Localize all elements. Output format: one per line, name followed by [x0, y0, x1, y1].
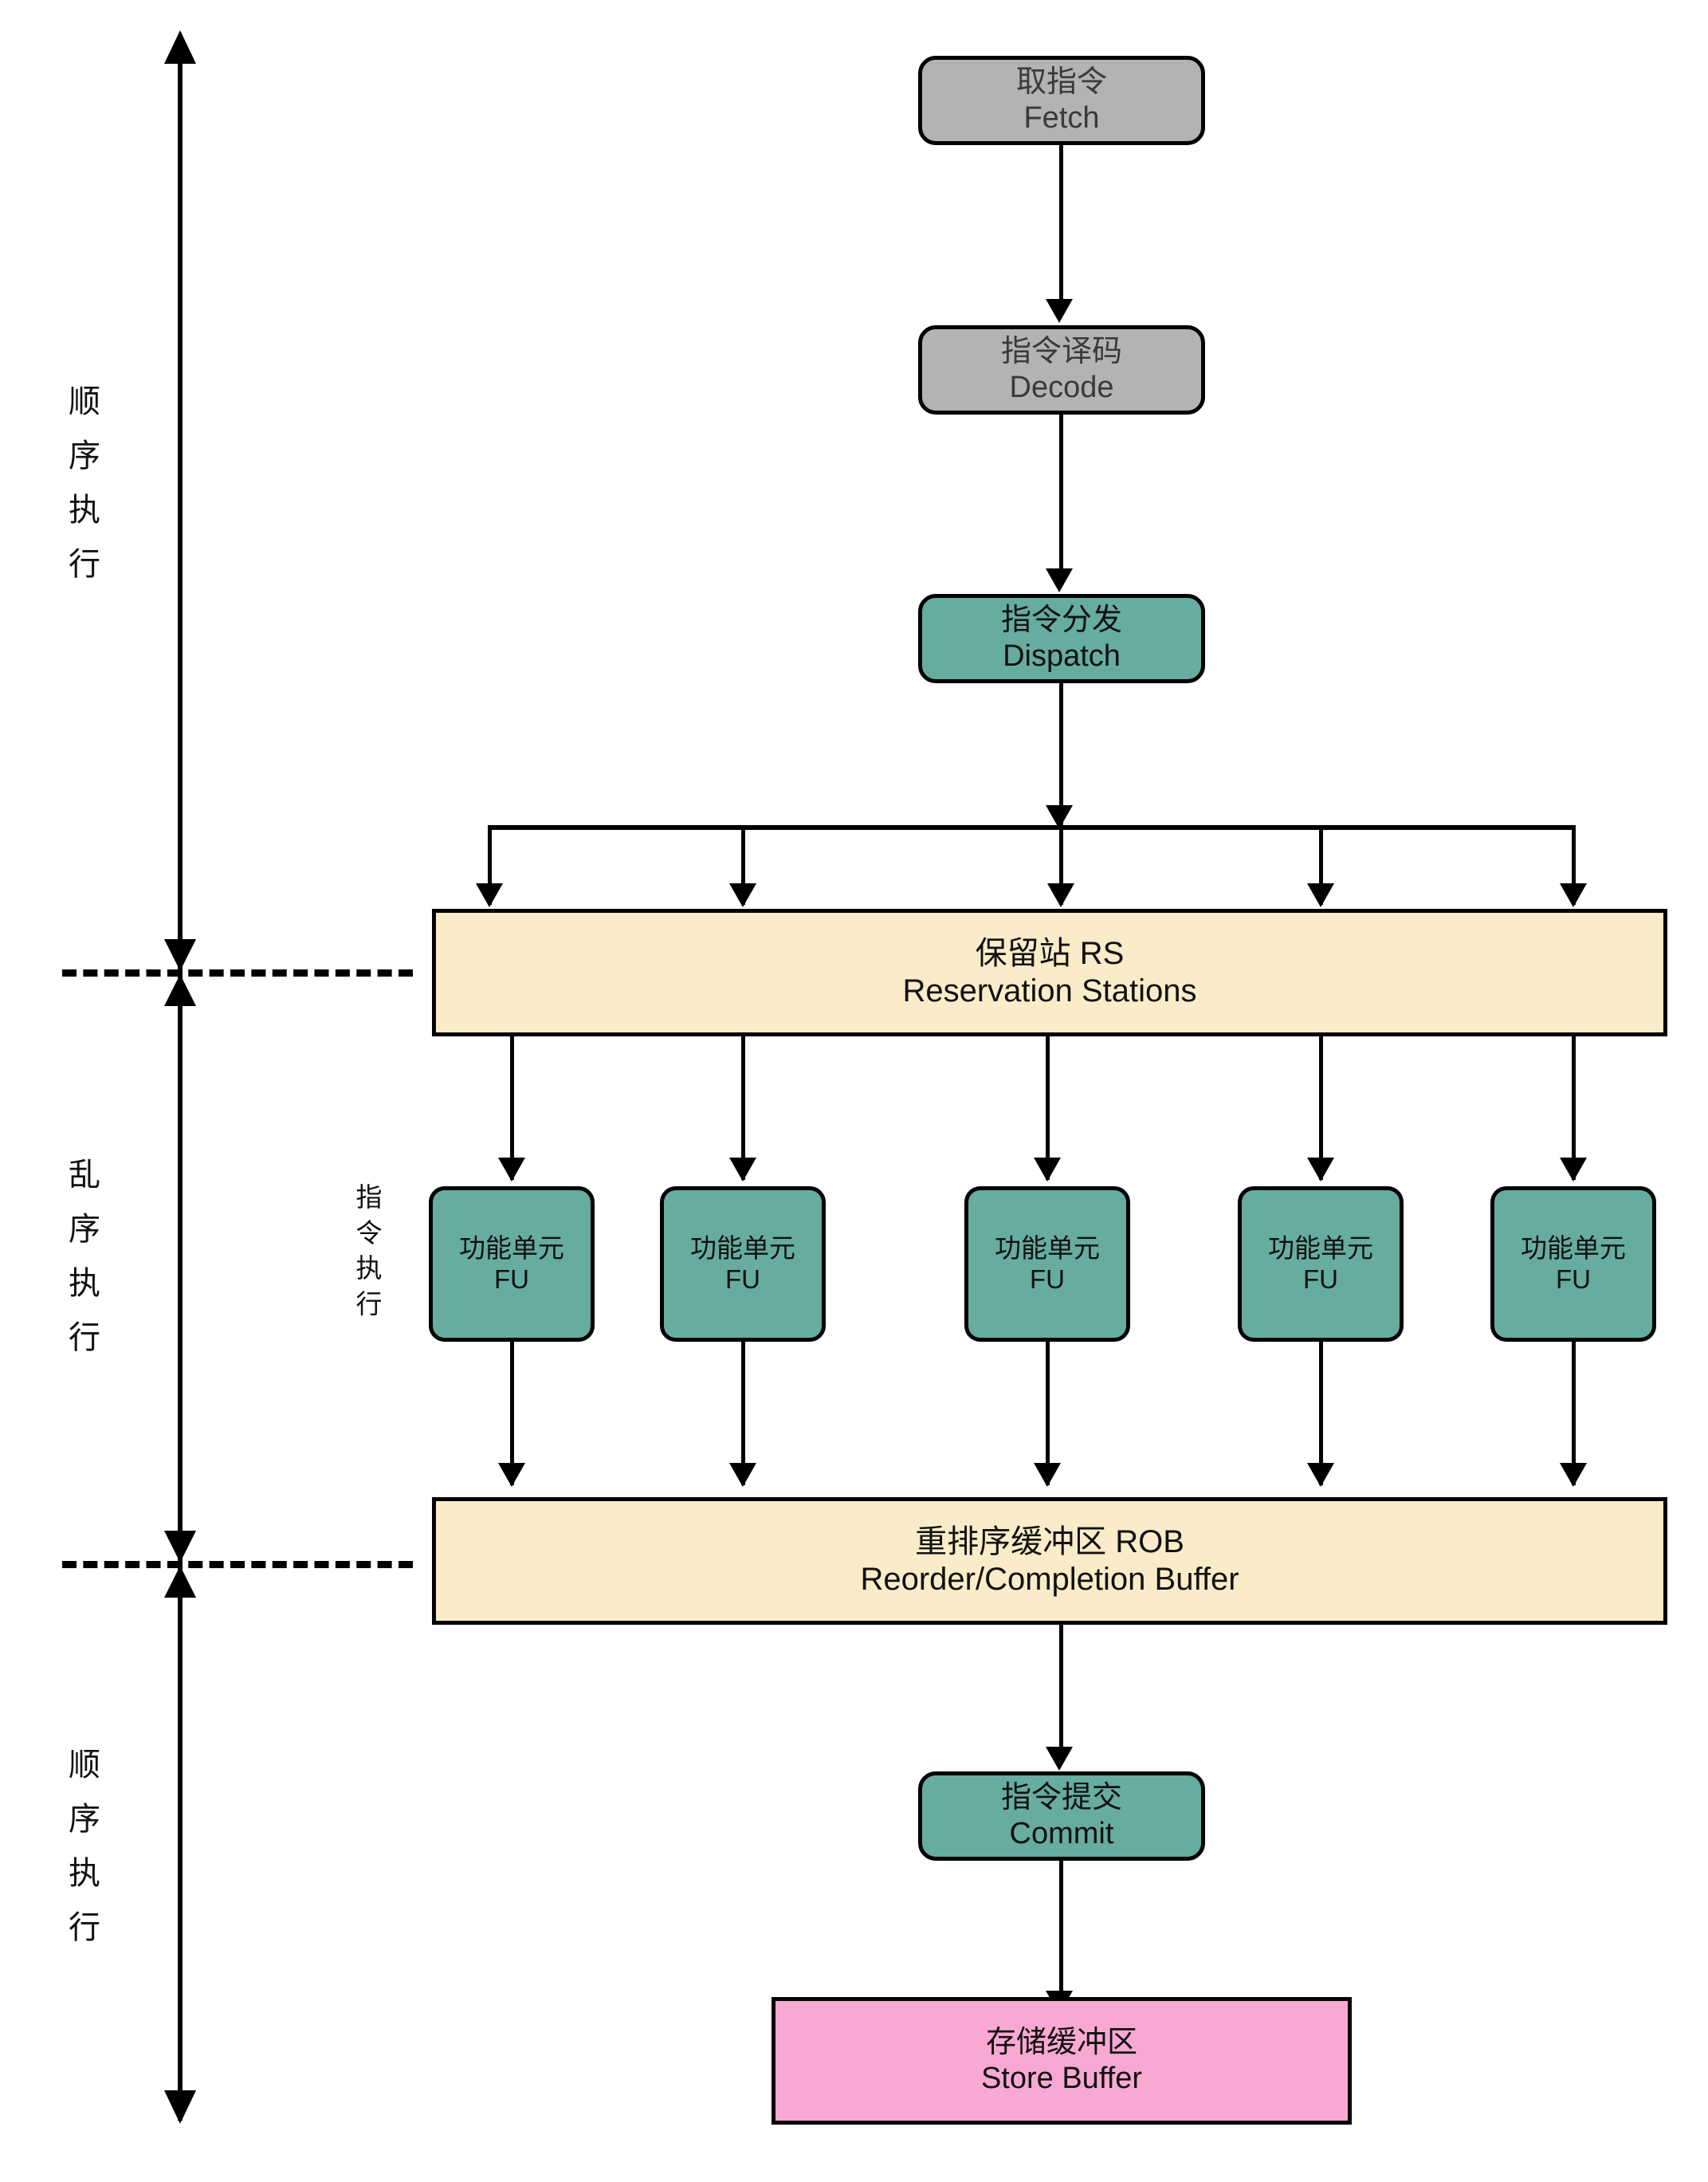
stage-commit-en: Commit: [1009, 1817, 1114, 1850]
stage-dispatch-en: Dispatch: [1003, 639, 1121, 673]
stage-dispatch[interactable]: 指令分发 Dispatch: [918, 594, 1205, 683]
edge-rs-fu-3: [1046, 1036, 1050, 1180]
functional-unit-1-cn: 功能单元: [459, 1233, 564, 1263]
edge-fu-3-rob-arrow-icon: [1034, 1463, 1061, 1487]
timeline-mark-up-2: [164, 1566, 196, 1598]
stage-reorder-buffer[interactable]: 重排序缓冲区 ROB Reorder/Completion Buffer: [432, 1497, 1667, 1625]
functional-unit-3-cn: 功能单元: [995, 1233, 1100, 1263]
stage-decode[interactable]: 指令译码 Decode: [918, 325, 1205, 415]
edge-fu-5-rob: [1572, 1342, 1576, 1485]
edge-fu-1-rob-arrow-icon: [498, 1463, 525, 1487]
stage-store-en: Store Buffer: [980, 2062, 1143, 2095]
stage-rob-cn: 重排序缓冲区 ROB: [915, 1523, 1184, 1559]
dispatch-fanout-bus: [488, 825, 1575, 830]
stage-reservation-stations[interactable]: 保留站 RS Reservation Stations: [432, 909, 1667, 1036]
timeline-axis: [178, 60, 183, 2121]
stage-decode-cn: 指令译码: [1000, 335, 1122, 369]
edge-rs-fu-2: [741, 1036, 745, 1180]
functional-unit-3-en: FU: [1030, 1264, 1065, 1294]
fanout-branch-2: [741, 825, 745, 905]
edge-dispatch-bus: [1059, 683, 1063, 831]
stage-rob-en: Reorder/Completion Buffer: [860, 1562, 1239, 1597]
instruction-execute-label: 指令执行: [355, 1182, 383, 1319]
fanout-branch-1-arrow-icon: [476, 883, 503, 907]
fanout-branch-4: [1319, 825, 1323, 905]
functional-unit-2-en: FU: [725, 1264, 760, 1294]
functional-unit-5-en: FU: [1556, 1264, 1591, 1294]
timeline-mark-down-1: [164, 939, 196, 971]
phase-label-in-order-front: 顺序执行: [69, 384, 100, 582]
edge-fu-2-rob: [741, 1342, 745, 1485]
stage-store-cn: 存储缓冲区: [985, 2026, 1137, 2060]
edge-rs-fu-4: [1319, 1036, 1323, 1180]
phase-divider-top: [62, 969, 413, 977]
functional-unit-4[interactable]: 功能单元 FU: [1238, 1186, 1404, 1342]
fanout-branch-1: [488, 825, 492, 905]
edge-fu-2-rob-arrow-icon: [729, 1463, 756, 1487]
edge-fu-4-rob: [1319, 1342, 1323, 1485]
edge-fu-5-rob-arrow-icon: [1560, 1463, 1587, 1487]
fanout-branch-5: [1572, 825, 1576, 905]
stage-fetch-cn: 取指令: [1015, 65, 1107, 100]
edge-fetch-decode-arrow-icon: [1046, 299, 1073, 323]
edge-rs-fu-1: [510, 1036, 514, 1180]
phase-divider-bottom: [62, 1561, 413, 1568]
edge-rs-fu-5: [1572, 1036, 1576, 1180]
edge-rob-commit-arrow-icon: [1046, 1747, 1073, 1771]
edge-rs-fu-1-arrow-icon: [498, 1158, 525, 1181]
timeline-arrow-down-icon: [164, 2090, 196, 2124]
edge-decode-dispatch-arrow-icon: [1046, 568, 1073, 592]
functional-unit-3[interactable]: 功能单元 FU: [964, 1186, 1130, 1342]
functional-unit-1[interactable]: 功能单元 FU: [429, 1186, 595, 1342]
fanout-branch-5-arrow-icon: [1560, 883, 1587, 907]
stage-store-buffer[interactable]: 存储缓冲区 Store Buffer: [772, 1997, 1352, 2125]
stage-decode-en: Decode: [1009, 371, 1114, 404]
phase-label-out-of-order: 乱序执行: [69, 1158, 100, 1355]
functional-unit-2-cn: 功能单元: [690, 1233, 795, 1263]
functional-unit-4-cn: 功能单元: [1268, 1233, 1373, 1263]
edge-rs-fu-3-arrow-icon: [1034, 1158, 1061, 1181]
edge-rs-fu-2-arrow-icon: [729, 1158, 756, 1181]
timeline-mark-up-1: [164, 974, 196, 1006]
edge-fu-3-rob: [1046, 1342, 1050, 1485]
edge-decode-dispatch: [1059, 415, 1063, 586]
stage-commit-cn: 指令提交: [1000, 1781, 1122, 1815]
functional-unit-2[interactable]: 功能单元 FU: [660, 1186, 826, 1342]
stage-rs-cn: 保留站 RS: [975, 935, 1125, 971]
timeline-mark-down-2: [164, 1531, 196, 1563]
stage-fetch-en: Fetch: [1023, 101, 1100, 135]
edge-fu-1-rob: [510, 1342, 514, 1485]
stage-commit[interactable]: 指令提交 Commit: [918, 1771, 1205, 1861]
functional-unit-4-en: FU: [1303, 1264, 1338, 1294]
stage-fetch[interactable]: 取指令 Fetch: [918, 56, 1205, 145]
stage-dispatch-cn: 指令分发: [1000, 603, 1122, 638]
edge-fetch-decode: [1059, 145, 1063, 305]
edge-fu-4-rob-arrow-icon: [1307, 1463, 1334, 1487]
edge-commit-store: [1059, 1861, 1063, 2008]
edge-rs-fu-5-arrow-icon: [1560, 1158, 1587, 1181]
functional-unit-1-en: FU: [494, 1264, 529, 1294]
fanout-branch-3: [1059, 825, 1063, 905]
edge-rob-commit: [1059, 1625, 1063, 1764]
functional-unit-5-cn: 功能单元: [1521, 1233, 1626, 1263]
stage-rs-en: Reservation Stations: [902, 973, 1197, 1008]
phase-label-in-order-back: 顺序执行: [69, 1748, 100, 1945]
functional-unit-5[interactable]: 功能单元 FU: [1490, 1186, 1656, 1342]
edge-rs-fu-4-arrow-icon: [1307, 1158, 1334, 1181]
fanout-branch-3-arrow-icon: [1047, 883, 1074, 907]
timeline-arrow-up-icon: [164, 30, 196, 64]
fanout-branch-4-arrow-icon: [1307, 883, 1334, 907]
fanout-branch-2-arrow-icon: [729, 883, 756, 907]
